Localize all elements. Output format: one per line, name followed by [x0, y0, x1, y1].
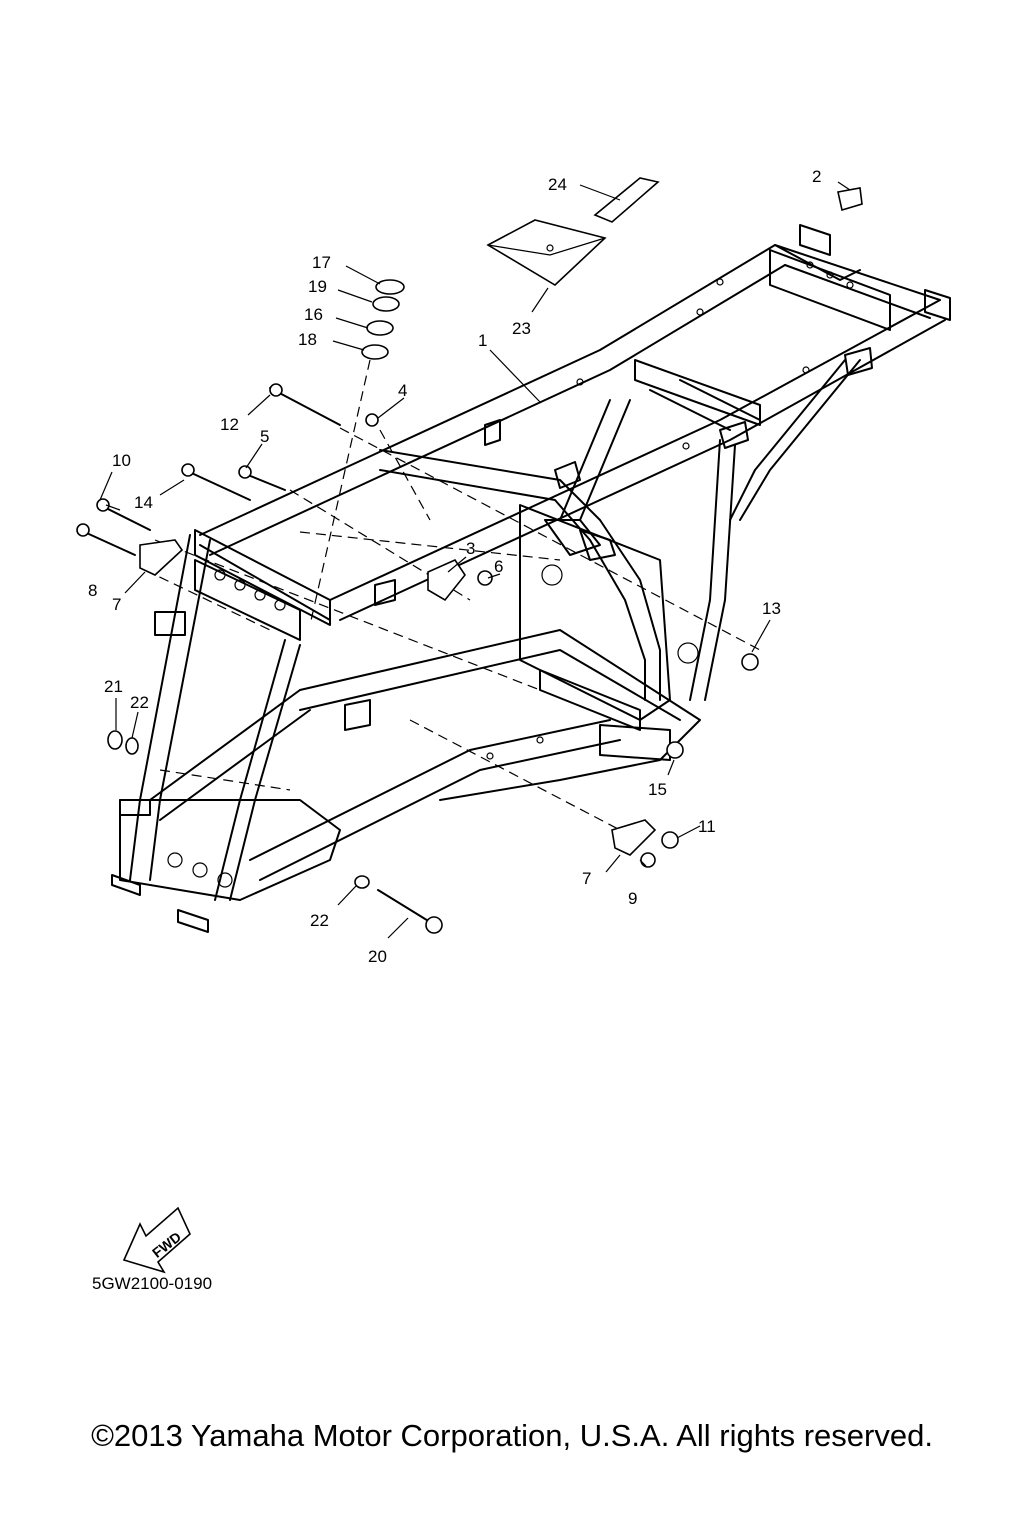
callout-11: 11 — [698, 817, 716, 836]
plug-part — [837, 187, 863, 212]
callout-18: 18 — [298, 330, 317, 349]
callout-21: 21 — [104, 677, 123, 696]
plate-3 — [427, 558, 466, 602]
callout-24: 24 — [548, 175, 567, 194]
callout-22-rear: 22 — [310, 911, 329, 930]
nut-9 — [640, 852, 656, 868]
callout-8: 8 — [88, 581, 97, 600]
callout-12: 12 — [220, 415, 239, 434]
callout-5: 5 — [260, 427, 269, 446]
callout-labels: 1 2 3 4 5 6 7 8 9 10 11 12 13 14 15 16 1… — [88, 167, 821, 966]
callout-9: 9 — [628, 889, 637, 908]
assembly-guide-lines — [144, 359, 761, 831]
loose-parts — [76, 177, 863, 934]
fwd-arrow-icon: FWD — [122, 1206, 191, 1274]
callout-4: 4 — [398, 381, 407, 400]
callout-6: 6 — [494, 557, 503, 576]
callout-3: 3 — [466, 539, 475, 558]
nut-6 — [477, 570, 493, 586]
callout-23: 23 — [512, 319, 531, 338]
drawing-code: 5GW2100-0190 — [92, 1274, 213, 1293]
bolt-20 — [377, 889, 431, 923]
nut-15 — [666, 741, 684, 759]
copyright-notice: ©2013 Yamaha Motor Corporation, U.S.A. A… — [91, 1418, 933, 1453]
callout-13: 13 — [762, 599, 781, 618]
bolt-14 — [184, 469, 251, 501]
callout-19: 19 — [308, 277, 327, 296]
callout-22-front: 22 — [130, 693, 149, 712]
callout-20: 20 — [368, 947, 387, 966]
nut-13 — [741, 653, 759, 671]
washer-19 — [372, 296, 400, 312]
callout-17: 17 — [312, 253, 331, 272]
callout-15: 15 — [648, 780, 667, 799]
leader-lines — [99, 181, 851, 939]
plate-7-lower — [611, 819, 657, 856]
plate-7-upper — [139, 539, 184, 576]
washer-17 — [375, 279, 405, 295]
callout-14: 14 — [134, 493, 153, 512]
screw-4 — [365, 413, 379, 427]
callout-7-lower: 7 — [582, 869, 591, 888]
callout-16: 16 — [304, 305, 323, 324]
callout-2: 2 — [812, 167, 821, 186]
frame-drawing — [111, 224, 951, 933]
washer-21 — [107, 730, 123, 750]
washer-16 — [366, 320, 394, 336]
bolt-8 — [79, 529, 136, 556]
bolt-12 — [269, 387, 341, 426]
washer-18 — [361, 344, 389, 360]
washer-22-front — [125, 737, 139, 755]
clip-part — [593, 177, 660, 223]
callout-7-upper: 7 — [112, 595, 121, 614]
washer-22-rear — [354, 875, 370, 889]
tool-bag-part — [486, 219, 607, 286]
callout-1: 1 — [478, 331, 487, 350]
nut-11 — [661, 831, 679, 849]
callout-10: 10 — [112, 451, 131, 470]
